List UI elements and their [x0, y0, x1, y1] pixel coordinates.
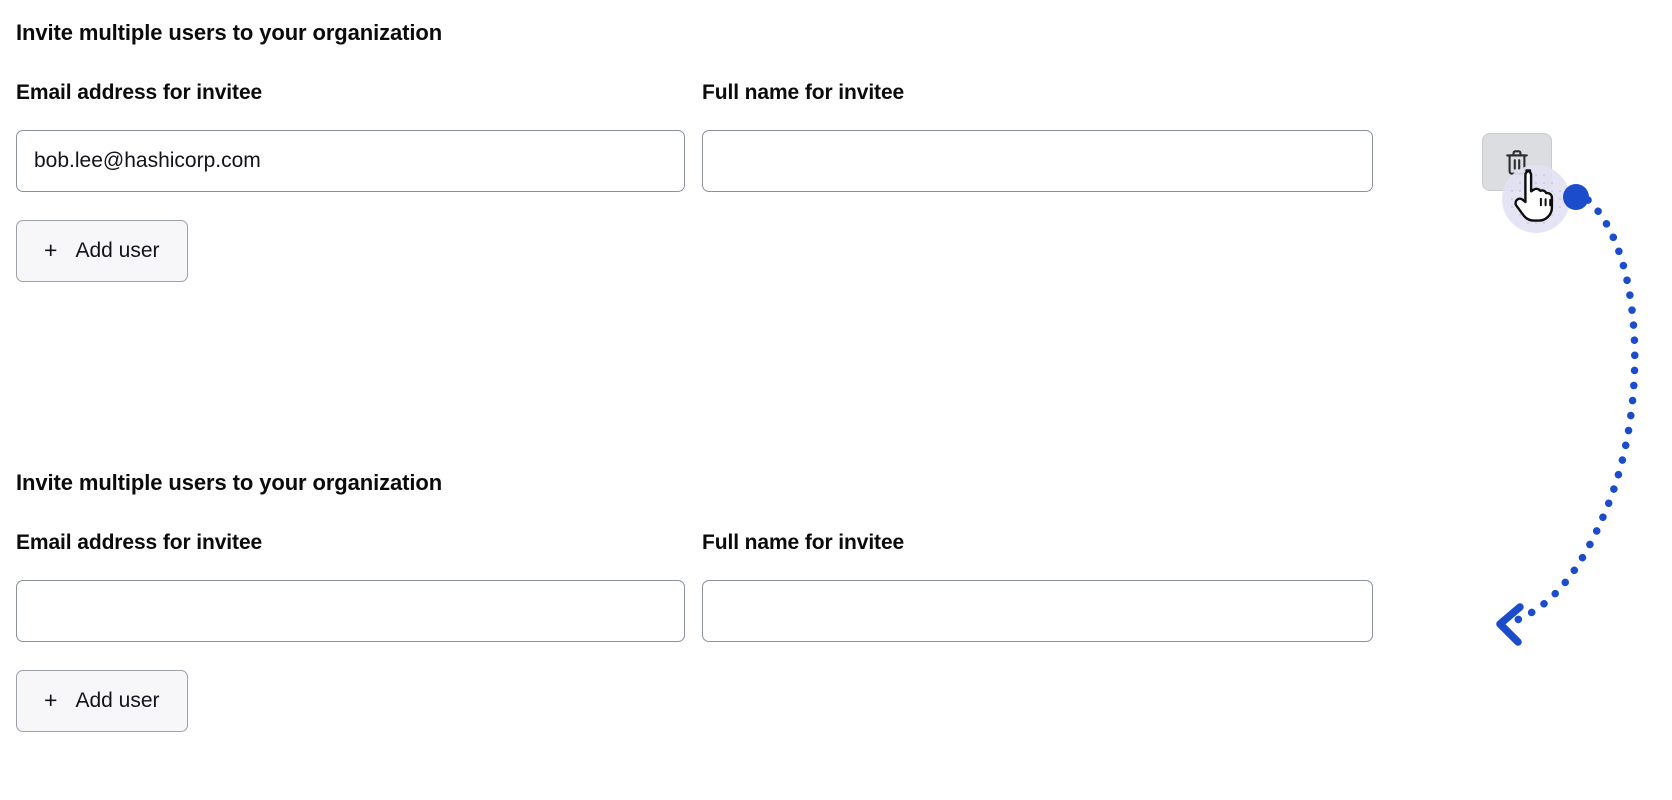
email-input[interactable]: [16, 130, 685, 192]
add-user-button[interactable]: + Add user: [16, 220, 188, 282]
fullname-field-label: Full name for invitee: [702, 81, 905, 104]
delete-row-button[interactable]: [1482, 133, 1552, 191]
email-field-label-secondary: Email address for invitee: [16, 531, 263, 554]
email-field-label: Email address for invitee: [16, 81, 263, 104]
plus-icon: +: [44, 687, 58, 713]
add-user-button-secondary[interactable]: + Add user: [16, 670, 188, 732]
plus-icon: +: [44, 237, 58, 263]
email-input-secondary[interactable]: [16, 580, 685, 642]
click-target-dot: [1563, 184, 1589, 210]
fullname-input-secondary[interactable]: [702, 580, 1373, 642]
trash-icon: [1505, 149, 1529, 176]
add-user-button-label: Add user: [75, 239, 160, 262]
fullname-field-label-secondary: Full name for invitee: [702, 531, 905, 554]
fullname-input[interactable]: [702, 130, 1373, 192]
add-user-button-label-secondary: Add user: [75, 689, 160, 712]
page-title-secondary: Invite multiple users to your organizati…: [16, 470, 443, 495]
page-title: Invite multiple users to your organizati…: [16, 20, 443, 45]
